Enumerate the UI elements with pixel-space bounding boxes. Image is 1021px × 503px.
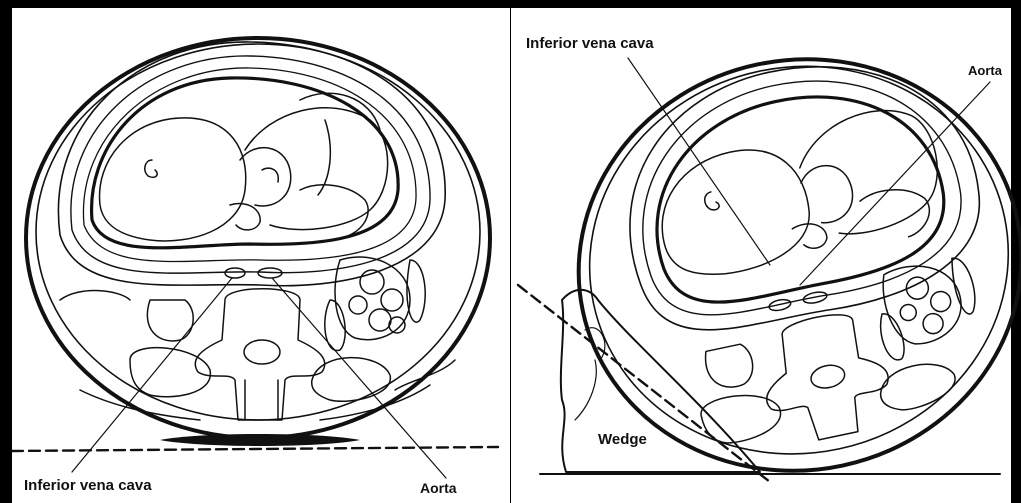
left-panel-background (12, 8, 510, 503)
right-aorta-label: Aorta (968, 64, 1002, 77)
right-panel-background (511, 8, 1011, 503)
left-ivc-label: Inferior vena cava (24, 478, 152, 493)
right-ivc-label: Inferior vena cava (526, 36, 654, 51)
wedge-label: Wedge (598, 432, 647, 447)
left-aorta-label: Aorta (420, 481, 457, 495)
